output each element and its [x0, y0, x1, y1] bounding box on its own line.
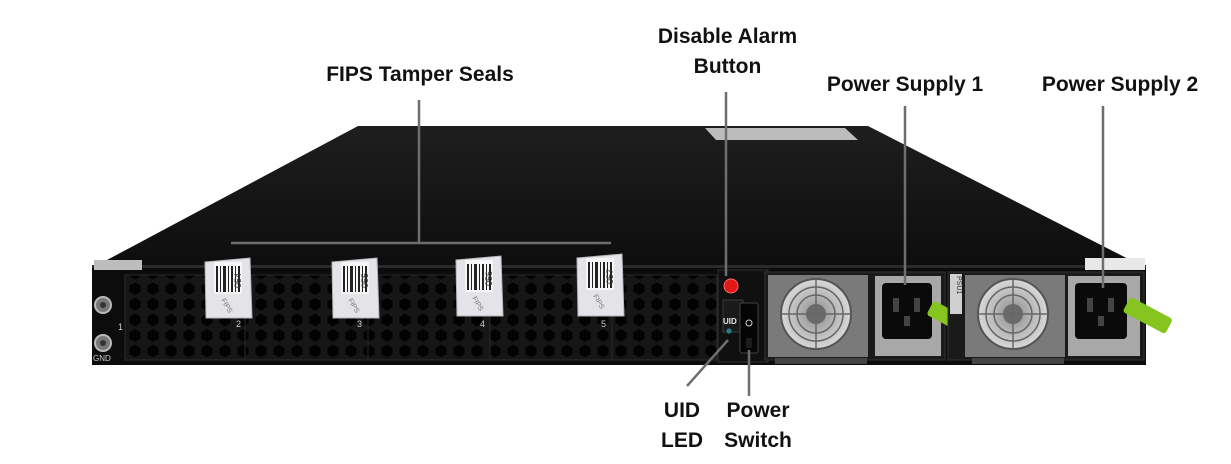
- port-1-label: 1: [118, 322, 123, 332]
- tamper-seal: 056 FIPS: [455, 255, 504, 317]
- power-supply-2-label: Power Supply 2: [1025, 70, 1215, 100]
- fan-number-label: 5: [601, 319, 606, 329]
- fips-tamper-seals-label: FIPS Tamper Seals: [300, 60, 540, 90]
- control-panel: UID: [717, 269, 769, 363]
- power-supply-1-label: Power Supply 1: [810, 70, 1000, 100]
- uid-text-line2: LED: [661, 429, 703, 452]
- ac-inlet: [882, 283, 932, 339]
- callout-lines: [231, 92, 1105, 396]
- chassis-label: [1085, 258, 1145, 270]
- fan-number-label: 4: [480, 319, 485, 329]
- power-supply-2-text: Power Supply 2: [1041, 73, 1199, 96]
- psu-tag-label: PSU1: [955, 276, 962, 294]
- uid-led-label: UID LED: [650, 396, 714, 456]
- tamper-seal: 055 FIPS: [331, 257, 380, 319]
- disable-alarm-text-line2: Button: [693, 55, 762, 78]
- fan-tray-5: [611, 274, 718, 361]
- disable-alarm-button[interactable]: [723, 278, 739, 294]
- fips-tamper-seals-text: FIPS Tamper Seals: [326, 63, 514, 86]
- power-switch-text-line2: Switch: [724, 429, 792, 452]
- seal-id: 056: [484, 271, 494, 286]
- uid-led: [726, 328, 732, 334]
- seal-id: 054: [233, 273, 243, 288]
- uid-text-line1: UID: [663, 399, 701, 422]
- power-supply-1-text: Power Supply 1: [826, 73, 984, 96]
- fan-number-label: 2: [236, 319, 241, 329]
- power-supply-2: PSU1: [947, 271, 1173, 364]
- power-switch-label: Power Switch: [715, 396, 801, 456]
- disable-alarm-text-line1: Disable Alarm: [657, 25, 798, 48]
- psu-release-handle[interactable]: [1123, 297, 1173, 335]
- power-switch-text-line1: Power: [726, 399, 790, 422]
- fan-number-label: 3: [357, 319, 362, 329]
- chassis-top-label: [705, 128, 858, 140]
- power-symbol-icon: [745, 319, 753, 327]
- seal-id: 057: [605, 269, 615, 284]
- uid-leader-line: [686, 339, 729, 387]
- tamper-seal: 057 FIPS: [576, 253, 625, 317]
- gnd-label: GND: [93, 354, 111, 363]
- ground-terminals: 1 GND: [93, 296, 123, 363]
- power-supply-1: [764, 271, 965, 364]
- tamper-seal: 054 FIPS: [204, 257, 253, 319]
- seal-id: 055: [360, 273, 370, 288]
- chassis-top: [92, 126, 1146, 268]
- uid-button-label: UID: [723, 317, 737, 326]
- chassis-label: [94, 260, 142, 270]
- disable-alarm-button-label: Disable Alarm Button: [640, 22, 815, 82]
- ac-inlet: [1075, 283, 1127, 339]
